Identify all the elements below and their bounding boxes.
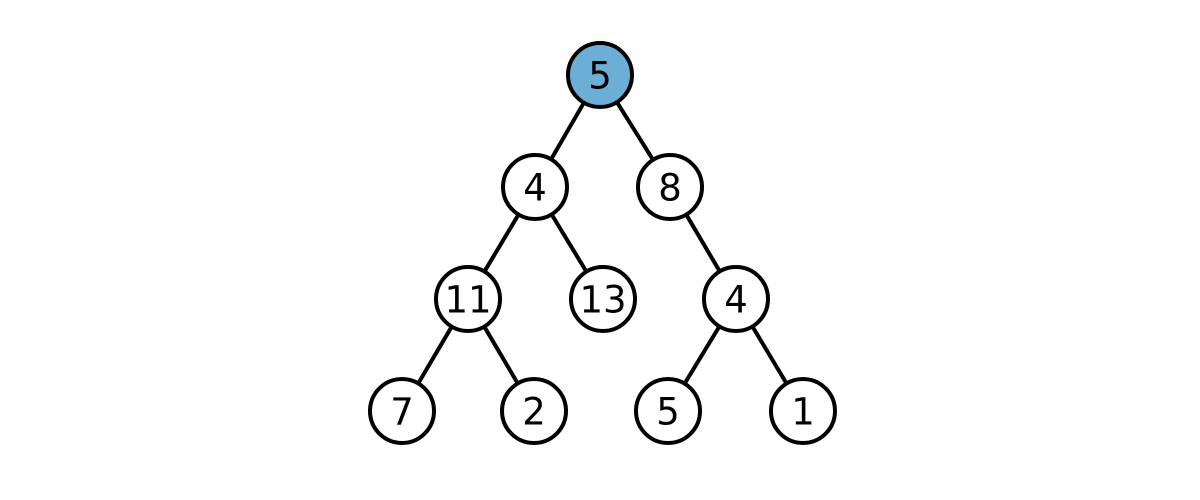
tree-node[interactable]: 5 — [566, 41, 634, 109]
node-circle[interactable] — [501, 153, 569, 221]
tree-edge — [614, 100, 656, 162]
node-label: 13 — [579, 279, 626, 322]
edge-layer — [416, 100, 789, 386]
node-label: 11 — [444, 279, 491, 322]
tree-node[interactable]: 5 — [634, 377, 702, 445]
node-circle[interactable] — [769, 377, 837, 445]
node-layer: 5 4 8 11 13 4 7 2 5 1 — [368, 41, 837, 445]
node-label: 2 — [522, 391, 546, 434]
tree-edge — [549, 100, 586, 162]
tree-edge — [482, 212, 521, 274]
tree-node[interactable]: 11 — [434, 265, 502, 333]
node-label: 1 — [791, 391, 815, 434]
tree-edge — [416, 324, 454, 386]
node-label: 7 — [390, 391, 414, 434]
node-label: 5 — [656, 391, 680, 434]
tree-edge — [750, 324, 789, 386]
node-circle[interactable] — [368, 377, 436, 445]
tree-node[interactable]: 8 — [636, 153, 704, 221]
tree-node[interactable]: 13 — [569, 265, 637, 333]
node-label: 4 — [724, 279, 748, 322]
node-circle[interactable] — [634, 377, 702, 445]
node-circle[interactable] — [500, 377, 568, 445]
node-label: 8 — [658, 167, 682, 210]
node-label: 4 — [523, 167, 547, 210]
tree-edge — [684, 212, 722, 274]
tree-edge — [482, 324, 520, 386]
node-circle[interactable] — [569, 265, 637, 333]
tree-node[interactable]: 4 — [501, 153, 569, 221]
tree-edge — [682, 324, 722, 386]
node-circle-highlighted[interactable] — [566, 41, 634, 109]
node-circle[interactable] — [702, 265, 770, 333]
tree-edge — [549, 212, 589, 274]
node-circle[interactable] — [636, 153, 704, 221]
node-label: 5 — [588, 55, 612, 98]
tree-node[interactable]: 1 — [769, 377, 837, 445]
tree-node[interactable]: 7 — [368, 377, 436, 445]
tree-node[interactable]: 4 — [702, 265, 770, 333]
node-circle[interactable] — [434, 265, 502, 333]
tree-node[interactable]: 2 — [500, 377, 568, 445]
